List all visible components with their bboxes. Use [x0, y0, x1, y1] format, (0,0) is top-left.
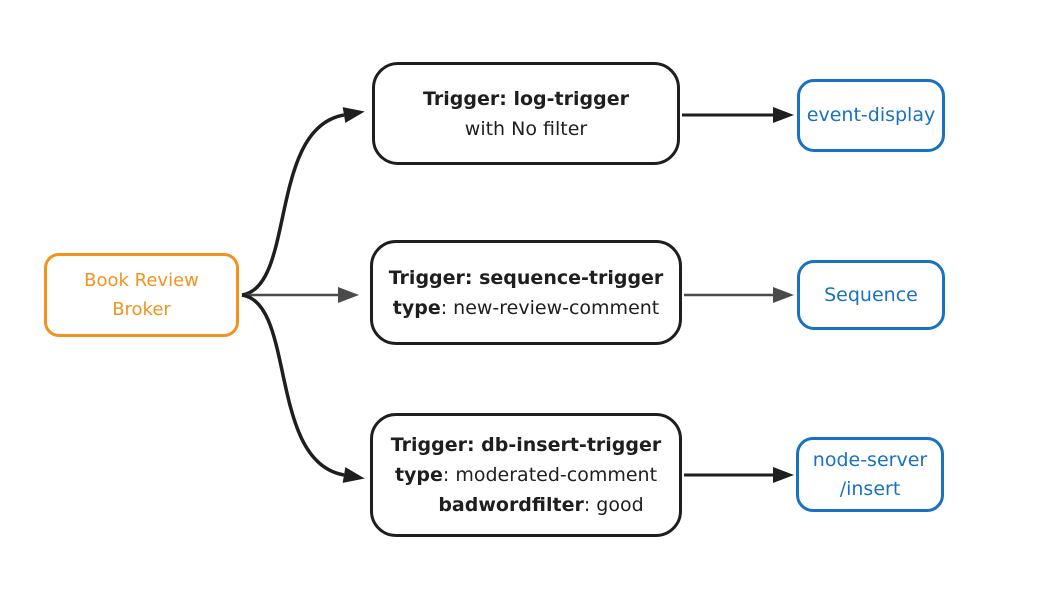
edge-broker-to-log-trigger: [241, 107, 365, 297]
sink-node-sequence: Sequence: [797, 260, 945, 330]
trigger-node-sequence-trigger: Trigger: sequence-trigger type: new-revi…: [370, 240, 682, 345]
sink-label: Sequence: [824, 283, 918, 306]
trigger-title: Trigger: sequence-trigger: [388, 266, 664, 289]
trigger-attr-badwordfilter: badwordfilter: good: [438, 490, 643, 520]
edge-broker-to-db-insert-trigger: [241, 293, 365, 483]
attr-value: : new-review-comment: [440, 296, 660, 319]
sink-label-line2: /insert: [839, 477, 901, 500]
sink-label: event-display: [806, 104, 936, 126]
sink-node-event-display: event-display: [797, 79, 945, 152]
attr-key: badwordfilter: [438, 494, 584, 516]
broker-label-line2: Broker: [112, 299, 171, 320]
trigger-node-db-insert-trigger: Trigger: db-insert-trigger type: moderat…: [370, 413, 682, 537]
trigger-node-log-trigger: Trigger: log-trigger with No filter: [372, 62, 680, 165]
attr-value: : moderated-comment: [442, 464, 658, 486]
trigger-subtitle: with No filter: [464, 117, 588, 140]
attr-key: type: [394, 464, 443, 486]
broker-label-line1: Book Review: [84, 270, 199, 291]
trigger-attr-type: type: moderated-comment: [395, 460, 657, 490]
broker-node: Book Review Broker: [44, 253, 239, 337]
sink-label-line1: node-server: [812, 448, 928, 471]
trigger-title: Trigger: db-insert-trigger: [390, 434, 662, 456]
trigger-attr-type: type: new-review-comment: [393, 293, 660, 323]
attr-value: : good: [583, 494, 644, 516]
trigger-title: Trigger: log-trigger: [423, 87, 629, 110]
attr-key: type: [392, 296, 441, 319]
sink-node-node-server-insert: node-server /insert: [796, 437, 944, 512]
